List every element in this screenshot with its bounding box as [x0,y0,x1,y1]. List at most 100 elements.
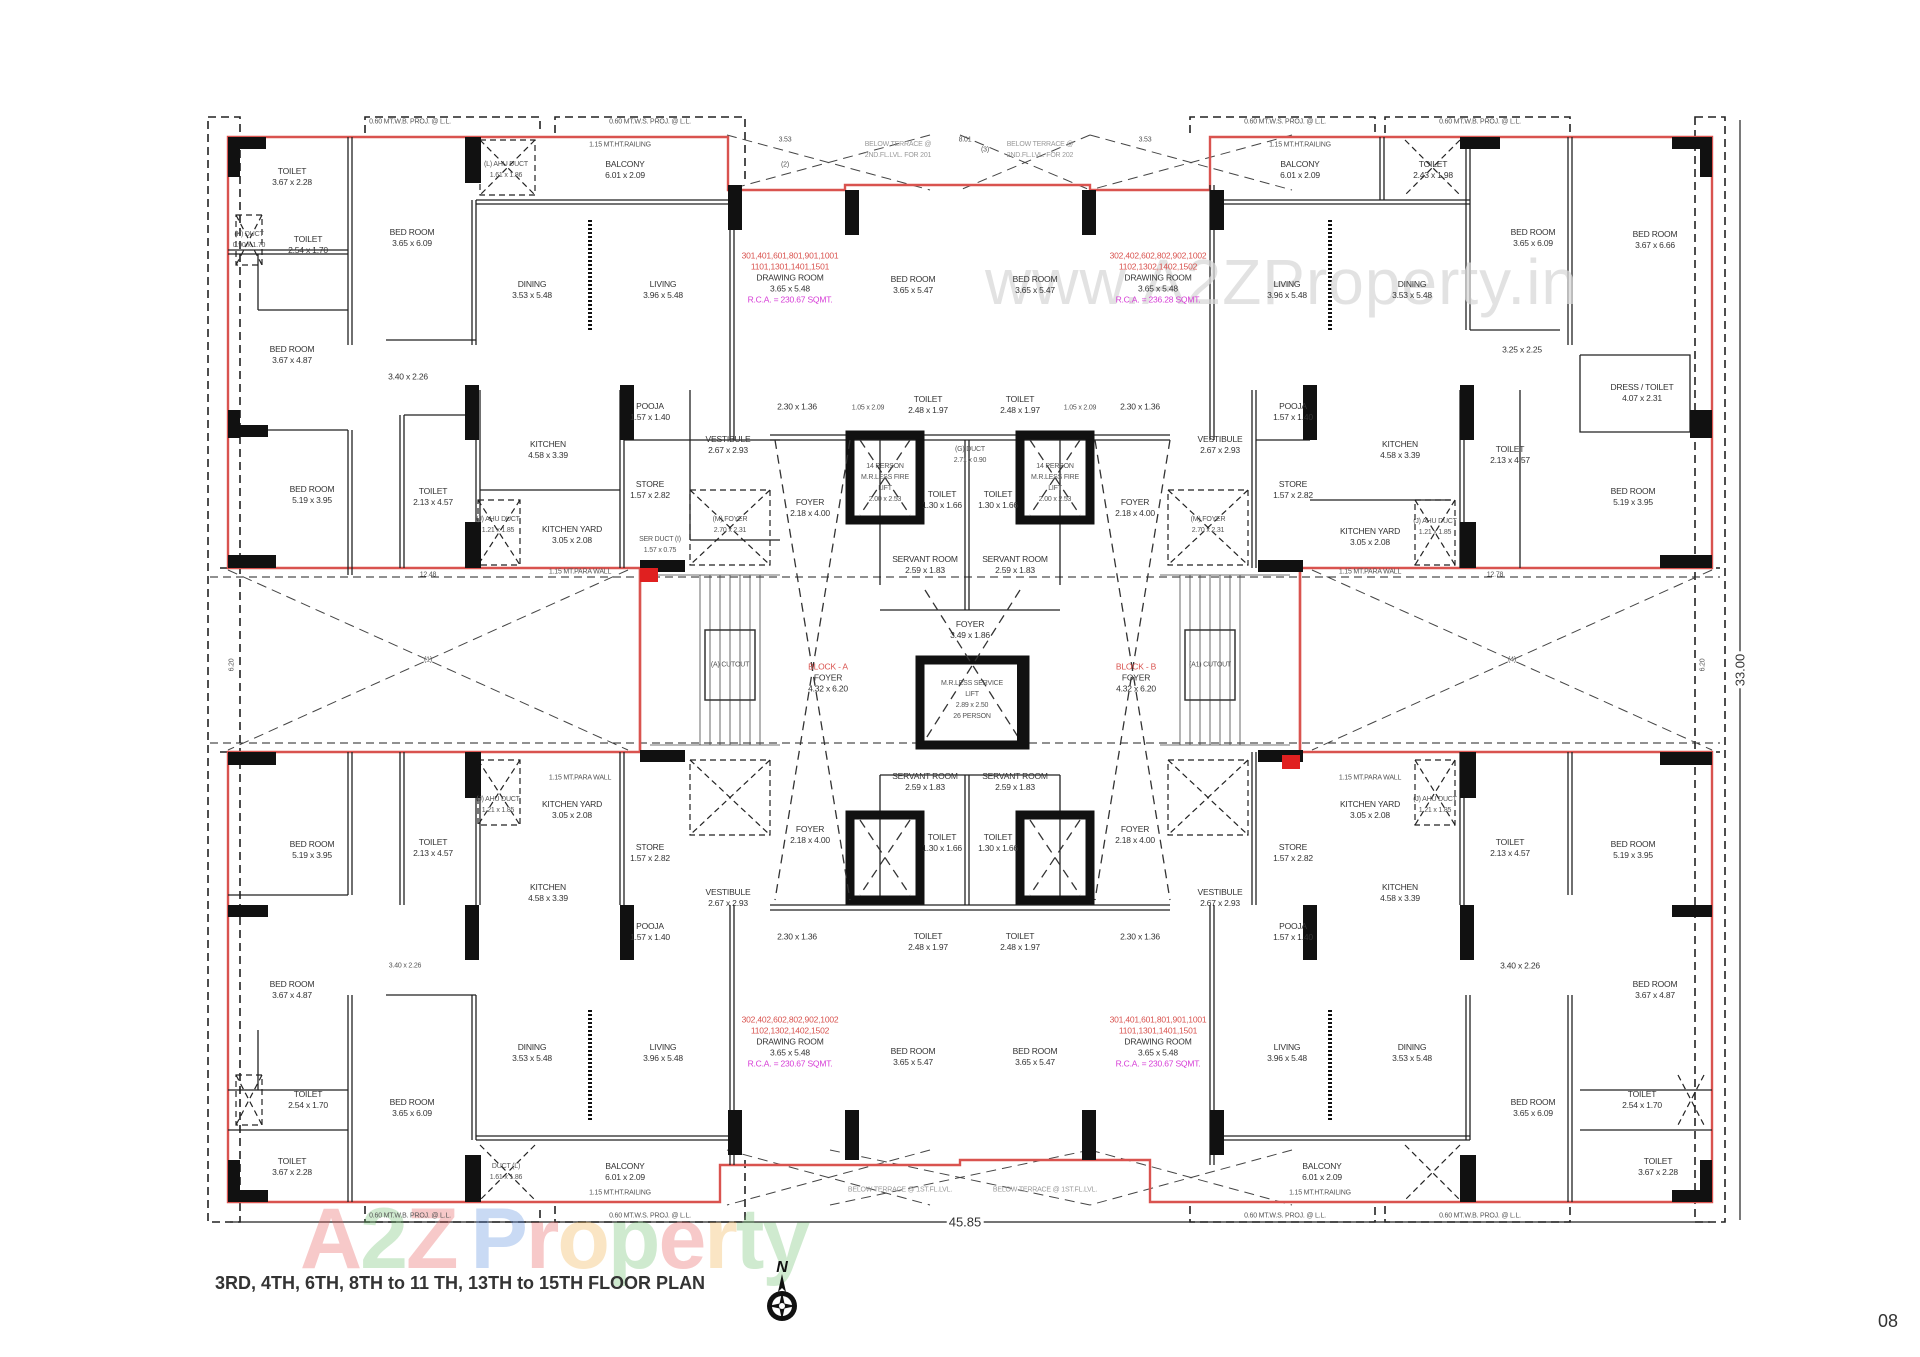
terrace-note: BELOW TERRACE @ 2ND.FL.LVL. FOR 202 [1006,141,1074,159]
railing-note: 1.15 MT.HT.RAILING [589,1189,651,1197]
compass-north-label: N [776,1259,788,1276]
void-marker: (1) [424,656,432,664]
logo-char: t [735,1191,765,1287]
terrace-note: BELOW TERRACE @ 2ND.FL.LVL. FOR 201 [864,141,932,159]
area-label: 1.05 x 2.09 [1063,404,1097,412]
area-label: 3.25 x 2.25 [1502,344,1542,355]
railing-note: 1.15 MT.HT.RAILING [589,141,651,149]
area-label: 3.40 x 2.26 [388,371,428,382]
projection-note: 0.60 MT.W.S. PROJ. @ L.L. [609,118,691,126]
logo-char: p [607,1191,661,1287]
logo-char: P [470,1191,528,1287]
logo-char: Z [405,1191,459,1287]
overall-depth-dimension: 33.00 [1732,651,1748,689]
void-marker: (4) [1508,656,1516,664]
page-number: 08 [1878,1311,1899,1331]
area-label: 3.40 x 2.26 [388,962,422,970]
para-wall-note: 1.15 MT.PARA WALL [548,568,612,576]
logo-char: r [704,1191,737,1287]
logo-char: A [300,1191,362,1287]
overall-width-dimension: 45.85 [946,1214,984,1230]
logo-char: y [762,1191,810,1287]
duct-label: DUCT (L)1.61 x 1.86 [489,1163,523,1181]
watermark-url: www.A2ZProperty.in [985,246,1578,318]
logo-char: o [557,1191,610,1287]
dimension-text: 12.78 [1486,571,1504,579]
para-wall-note: 1.15 MT.PARA WALL [1338,774,1402,782]
para-wall-note: 1.15 MT.PARA WALL [548,774,612,782]
staircase-right [1160,574,1290,746]
void-marker: (2) [781,161,789,169]
dimension-text: 12.48 [419,571,437,579]
area-label: 2.30 x 1.36 [1120,401,1160,412]
duct-label: SER DUCT (I)1.57 x 0.75 [639,536,681,554]
cutout-label: (A) CUTOUT [710,661,750,669]
area-label: 3.40 x 2.26 [1500,960,1540,971]
projection-note: 0.60 MT.W.S. PROJ. @ L.L. [1244,1212,1326,1220]
projection-note: 0.60 MT.W.B. PROJ. @ L.L. [369,1212,451,1220]
